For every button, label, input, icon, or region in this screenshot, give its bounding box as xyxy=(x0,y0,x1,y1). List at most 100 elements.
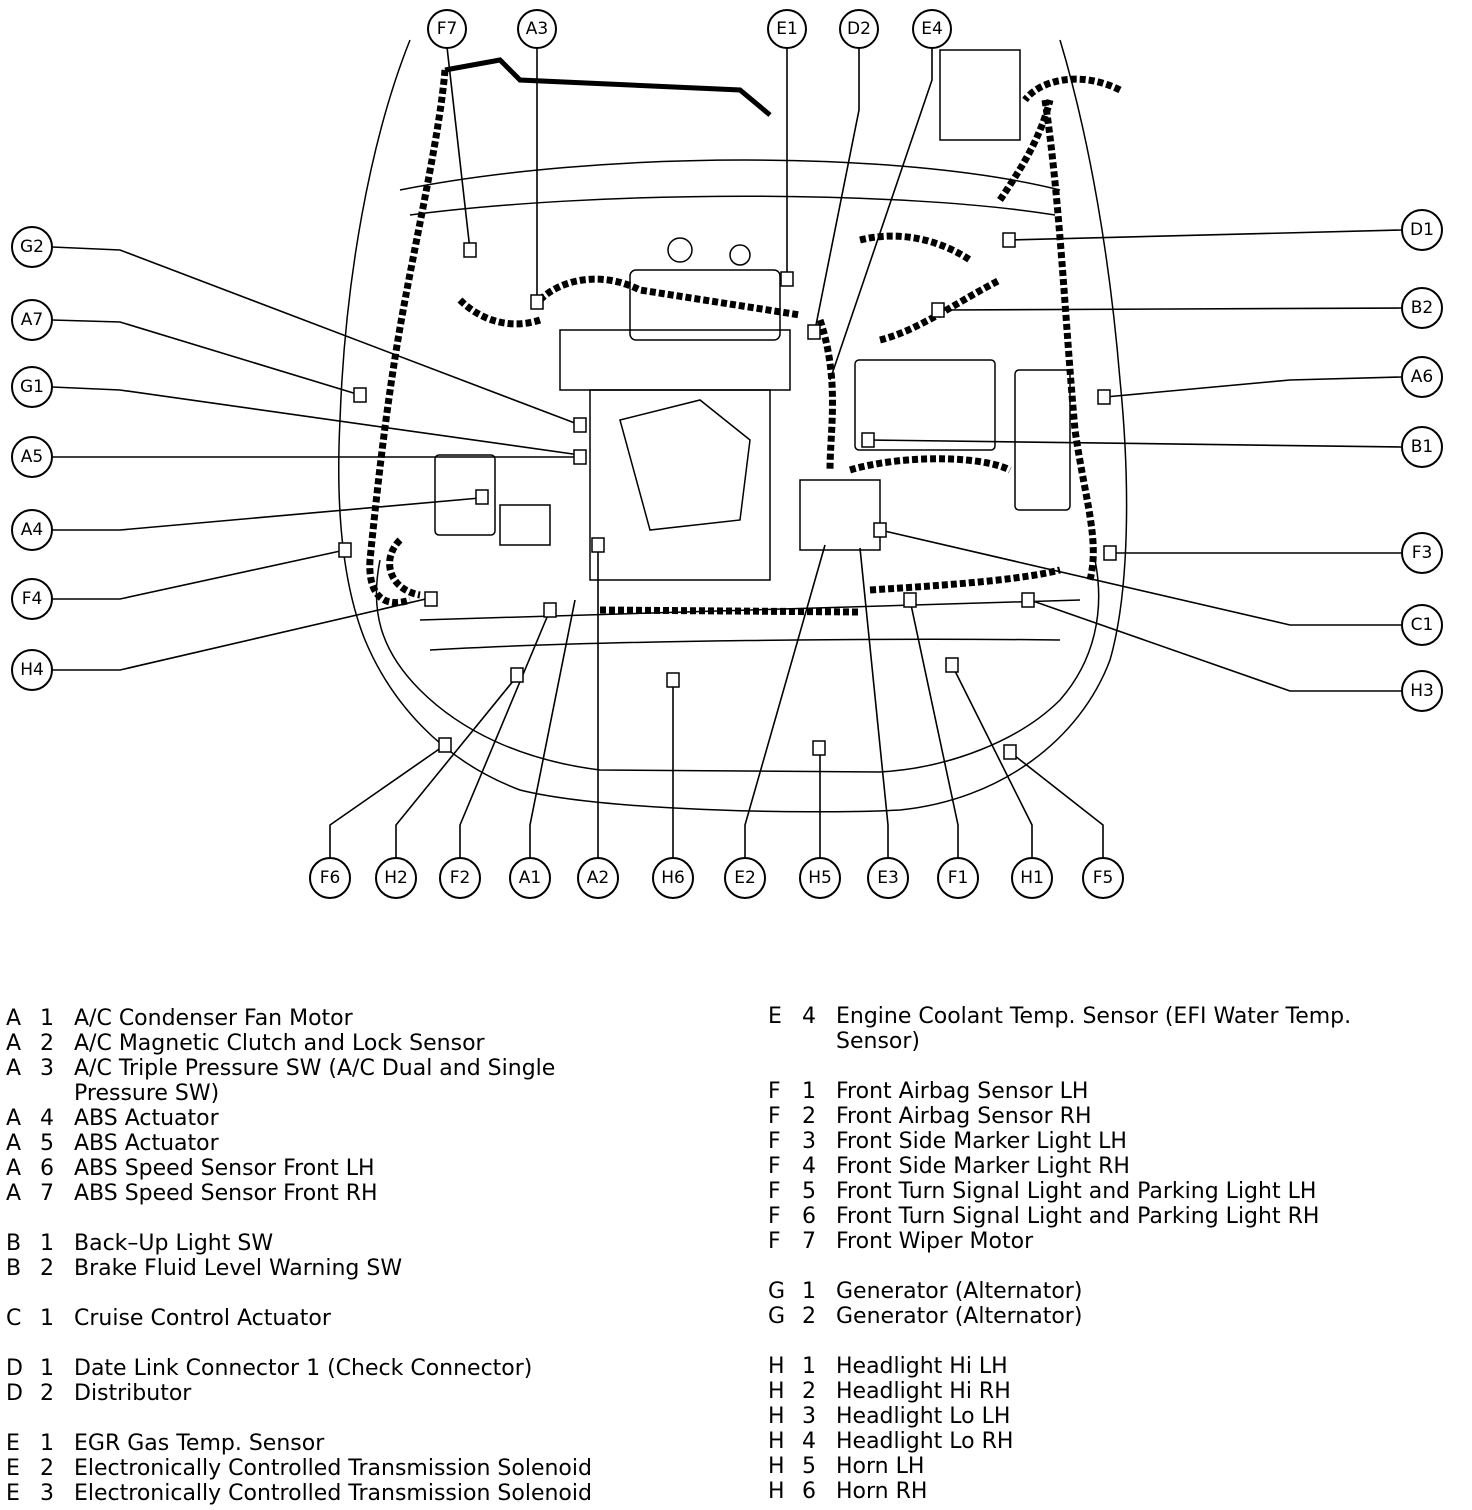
callout-F7: F7 xyxy=(427,9,467,49)
callout-H1: H1 xyxy=(1011,857,1053,899)
callout-F2: F2 xyxy=(439,857,481,899)
svg-text:H5: H5 xyxy=(808,868,832,888)
callout-H4: H4 xyxy=(11,649,53,691)
legend-item: Pressure SW) xyxy=(74,1081,220,1106)
callout-D1: D1 xyxy=(1401,209,1443,251)
callout-A3: A3 xyxy=(517,9,557,49)
svg-text:E4: E4 xyxy=(921,19,943,39)
svg-text:F3: F3 xyxy=(1412,543,1433,563)
svg-text:H1: H1 xyxy=(1020,868,1044,888)
callout-H2: H2 xyxy=(375,857,417,899)
svg-text:D1: D1 xyxy=(1410,220,1434,240)
callout-E2: E2 xyxy=(724,857,766,899)
svg-text:A5: A5 xyxy=(21,447,43,467)
svg-text:C1: C1 xyxy=(1411,615,1434,635)
callout-H5: H5 xyxy=(799,857,841,899)
callout-A5: A5 xyxy=(11,436,53,478)
callout-G2: G2 xyxy=(11,226,53,268)
callout-E1: E1 xyxy=(767,9,807,49)
callout-H6: H6 xyxy=(652,857,694,899)
callout-F5: F5 xyxy=(1082,857,1124,899)
wire-harness xyxy=(366,57,1122,616)
svg-text:F6: F6 xyxy=(320,868,341,888)
svg-text:F1: F1 xyxy=(948,868,969,888)
callout-G1: G1 xyxy=(11,366,53,408)
callout-F4: F4 xyxy=(11,578,53,620)
callout-F6: F6 xyxy=(309,857,351,899)
callout-B2: B2 xyxy=(1401,287,1443,329)
callout-C1: C1 xyxy=(1401,604,1443,646)
engine-compartment-diagram: F7 A3 E1 D2 E4 G2 A7 G1 A5 A4 F4 H4 D1 B… xyxy=(11,9,1443,899)
svg-text:A7: A7 xyxy=(21,310,43,330)
svg-text:F5: F5 xyxy=(1093,868,1114,888)
svg-text:B2: B2 xyxy=(1411,298,1433,318)
callout-A7: A7 xyxy=(11,299,53,341)
callout-A6: A6 xyxy=(1401,356,1443,398)
callout-A2: A2 xyxy=(577,857,619,899)
callout-H3: H3 xyxy=(1401,670,1443,712)
svg-text:E2: E2 xyxy=(734,868,756,888)
callout-B1: B1 xyxy=(1401,426,1443,468)
svg-text:E1: E1 xyxy=(776,19,798,39)
leader-lines xyxy=(51,46,1403,858)
callout-A1: A1 xyxy=(509,857,551,899)
svg-text:A3: A3 xyxy=(526,19,548,39)
callout-A4: A4 xyxy=(11,509,53,551)
svg-text:G1: G1 xyxy=(20,377,44,397)
svg-text:H3: H3 xyxy=(1410,681,1434,701)
connectors xyxy=(338,232,1117,760)
svg-text:A4: A4 xyxy=(21,520,43,540)
svg-text:A2: A2 xyxy=(587,868,609,888)
svg-text:H6: H6 xyxy=(661,868,685,888)
svg-text:F7: F7 xyxy=(437,19,458,39)
engine-block xyxy=(559,237,791,581)
svg-text:F2: F2 xyxy=(450,868,471,888)
svg-text:A6: A6 xyxy=(1411,367,1433,387)
callout-F3: F3 xyxy=(1401,532,1443,574)
callout-E3: E3 xyxy=(867,857,909,899)
callout-F1: F1 xyxy=(937,857,979,899)
svg-text:E3: E3 xyxy=(877,868,899,888)
callout-D2: D2 xyxy=(839,9,879,49)
svg-text:G2: G2 xyxy=(20,237,44,257)
svg-text:A1: A1 xyxy=(519,868,541,888)
legend-item: Sensor) xyxy=(836,1029,920,1054)
svg-text:B1: B1 xyxy=(1411,437,1433,457)
svg-text:D2: D2 xyxy=(847,19,871,39)
svg-text:H2: H2 xyxy=(384,868,408,888)
svg-text:F4: F4 xyxy=(22,589,43,609)
